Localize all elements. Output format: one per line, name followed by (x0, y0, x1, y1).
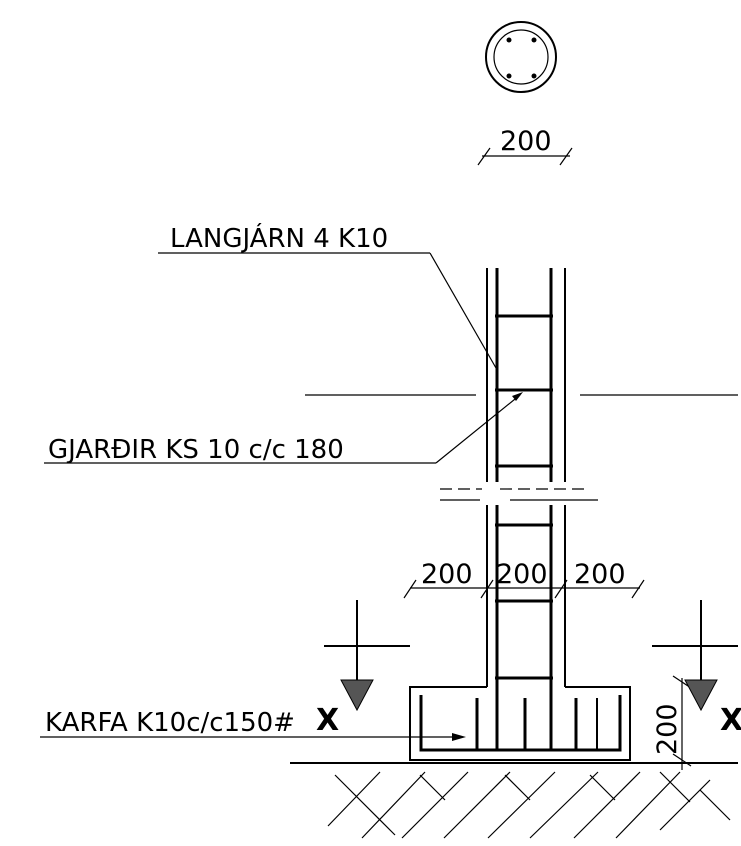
rebar-dot (531, 37, 537, 43)
column-elevation (440, 268, 598, 750)
basket-label-group: KARFA K10c/c150# (40, 708, 466, 741)
section-inner-circle (493, 29, 549, 85)
section-mark-right: X (652, 600, 741, 738)
section-diameter-dimension: 200 (477, 126, 573, 166)
footing-height-dimension: 200 (652, 675, 692, 770)
footing-height-text: 200 (652, 703, 683, 755)
section-outer-circle (485, 21, 557, 93)
longitudinal-rebar-label-group: LANGJÁRN 4 K10 (158, 222, 497, 369)
section-mark-right-text: X (720, 703, 741, 738)
basket-label: KARFA K10c/c150# (45, 708, 295, 738)
stirrup-label: GJARÐIR KS 10 c/c 180 (48, 435, 344, 465)
rebar-dot (506, 73, 512, 79)
longitudinal-rebar-label: LANGJÁRN 4 K10 (170, 222, 388, 254)
width-dimensions: 200 200 200 (403, 559, 645, 599)
column-cross-section (485, 21, 557, 93)
right-offset-text: 200 (574, 559, 626, 590)
section-diameter-text: 200 (500, 126, 552, 157)
column-width-text: 200 (496, 559, 548, 590)
left-offset-text: 200 (421, 559, 473, 590)
rebar-dot (531, 73, 537, 79)
footing (409, 686, 631, 761)
rebar-dot (506, 37, 512, 43)
soil (290, 762, 738, 839)
stirrup-label-group: GJARÐIR KS 10 c/c 180 (44, 392, 523, 465)
section-mark-left: X (316, 600, 410, 738)
section-mark-left-text: X (316, 703, 339, 738)
